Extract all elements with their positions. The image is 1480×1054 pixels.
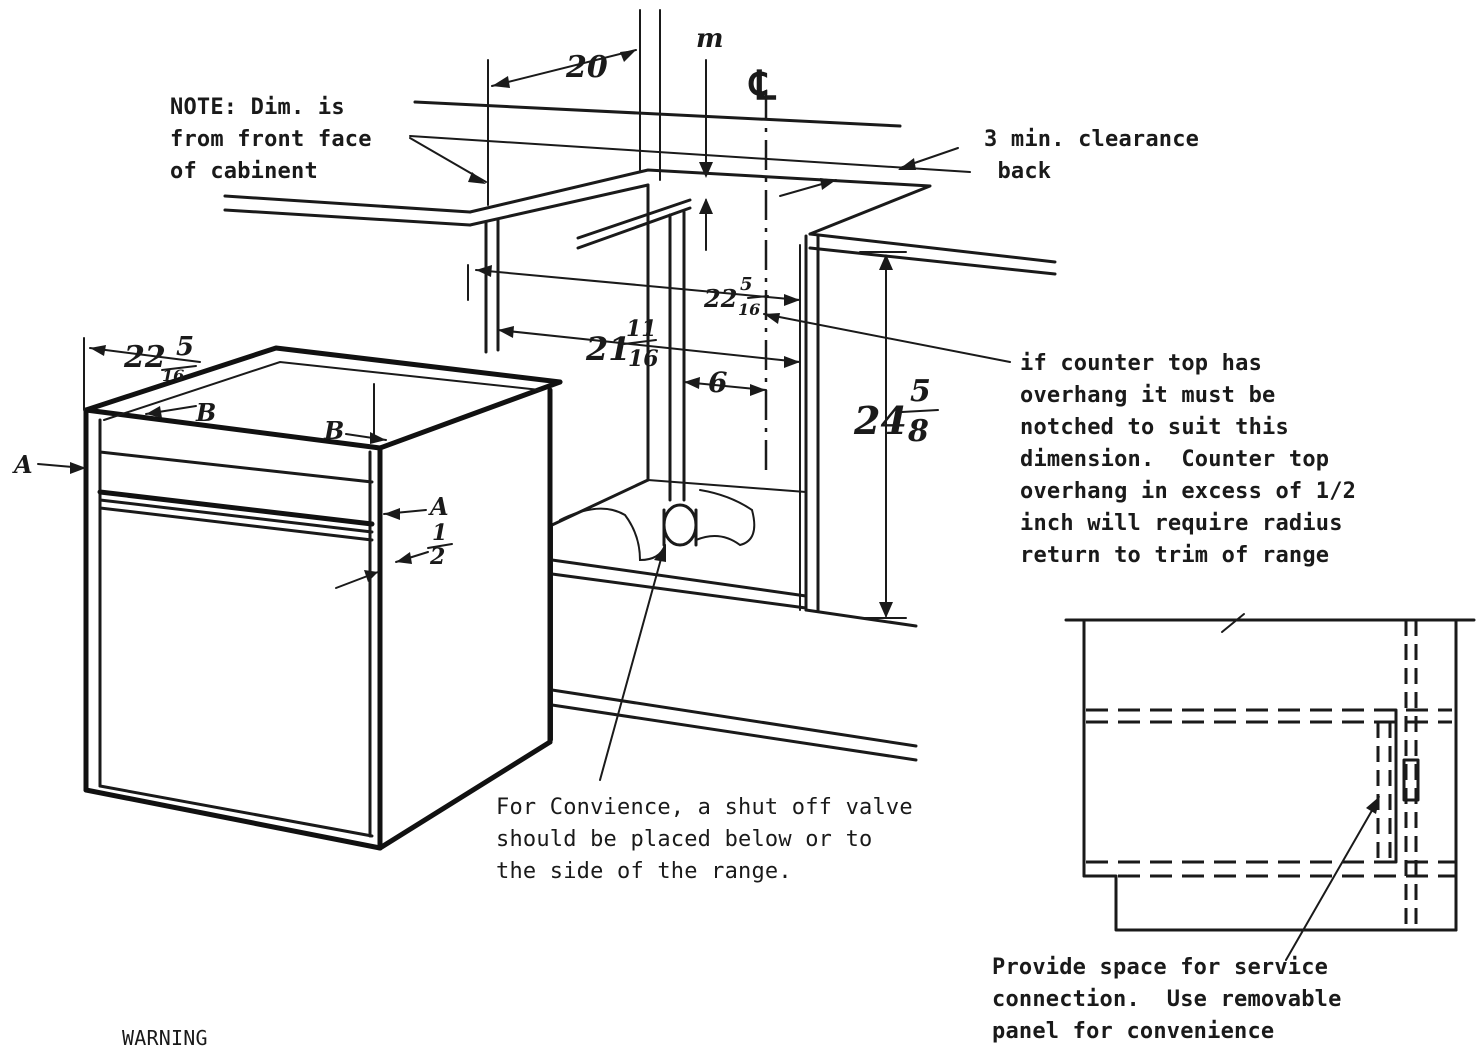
toe-kick bbox=[550, 688, 918, 748]
half-num: 1 bbox=[432, 520, 448, 546]
dim-inner-line bbox=[497, 329, 801, 363]
dim-20-line bbox=[491, 49, 637, 87]
offset-six: 6 bbox=[708, 366, 728, 399]
floor-front-left bbox=[550, 478, 650, 527]
toe-kick-2 bbox=[550, 703, 918, 762]
label-b-left: B bbox=[196, 398, 217, 427]
range-den: 16 bbox=[162, 366, 185, 385]
opening-den: 16 bbox=[738, 300, 761, 319]
counter-top-note: if counter top has overhang it must be n… bbox=[1020, 351, 1357, 568]
dim-range-width bbox=[89, 347, 201, 363]
detail-bottom-step bbox=[1082, 874, 1458, 932]
pipe-fitting bbox=[662, 503, 698, 547]
dim-note: NOTE: Dim. is from front face of cabinen… bbox=[170, 95, 372, 184]
warning-label: WARNING bbox=[122, 1026, 208, 1050]
service-space-note: Provide space for service connection. Us… bbox=[992, 955, 1342, 1044]
gas-pipe-top-2 bbox=[576, 198, 692, 240]
shutoff-valve-note: For Convience, a shut off valve should b… bbox=[496, 795, 913, 884]
detail-fitting bbox=[1402, 758, 1420, 802]
floor-cutout bbox=[559, 489, 756, 562]
detail-break bbox=[1221, 613, 1245, 633]
counter-opening-right-front bbox=[808, 246, 1057, 276]
dim-20-label: 20 bbox=[566, 50, 608, 85]
countertop-back-edge-2 bbox=[409, 135, 971, 173]
label-b-right: B bbox=[324, 416, 345, 445]
label-a-right: A bbox=[430, 492, 449, 521]
countertop-left-front bbox=[223, 208, 472, 227]
floor-front bbox=[550, 558, 808, 598]
range-front-bottom bbox=[83, 787, 383, 851]
countertop-left-top bbox=[223, 194, 472, 214]
inner-den: 16 bbox=[628, 346, 659, 372]
centerline-symbol: ℄ bbox=[750, 62, 776, 109]
opening-num: 5 bbox=[740, 274, 753, 295]
height-whole: 24 bbox=[854, 398, 907, 443]
counter-note-leader bbox=[763, 313, 1011, 363]
inner-num: 11 bbox=[626, 316, 657, 342]
opening-whole: 22 bbox=[704, 284, 738, 313]
countertop-back-edge bbox=[413, 100, 902, 128]
gas-pipe-top bbox=[576, 206, 692, 250]
shutoff-leader bbox=[599, 547, 665, 781]
counter-opening-front-left bbox=[468, 183, 650, 227]
range-control-panel-top bbox=[98, 450, 374, 484]
height-num: 5 bbox=[910, 374, 931, 409]
m-label: m bbox=[696, 24, 724, 54]
range-control-panel-bottom bbox=[97, 489, 375, 527]
range-top-back bbox=[83, 345, 563, 413]
range-num: 5 bbox=[176, 332, 195, 362]
inner-whole: 21 bbox=[586, 330, 631, 368]
floor-front-2 bbox=[550, 572, 808, 610]
range-control-panel-2 bbox=[98, 498, 374, 534]
service-leader bbox=[1285, 799, 1379, 961]
range-whole: 22 bbox=[124, 340, 166, 375]
label-a-left: A bbox=[14, 450, 33, 479]
half-den: 2 bbox=[430, 544, 446, 570]
floor-back-edge bbox=[647, 479, 807, 493]
range-front-bottom-inner bbox=[98, 784, 374, 838]
dim-opening-line bbox=[475, 269, 801, 301]
range-top-inner bbox=[103, 360, 541, 421]
range-oven-top bbox=[98, 506, 374, 542]
clearance-note: 3 min. clearance back bbox=[984, 127, 1200, 184]
counter-opening-left bbox=[468, 168, 932, 236]
counter-opening-right-top bbox=[808, 232, 1057, 264]
height-den: 8 bbox=[908, 414, 929, 449]
range-side-bottom bbox=[377, 739, 553, 851]
